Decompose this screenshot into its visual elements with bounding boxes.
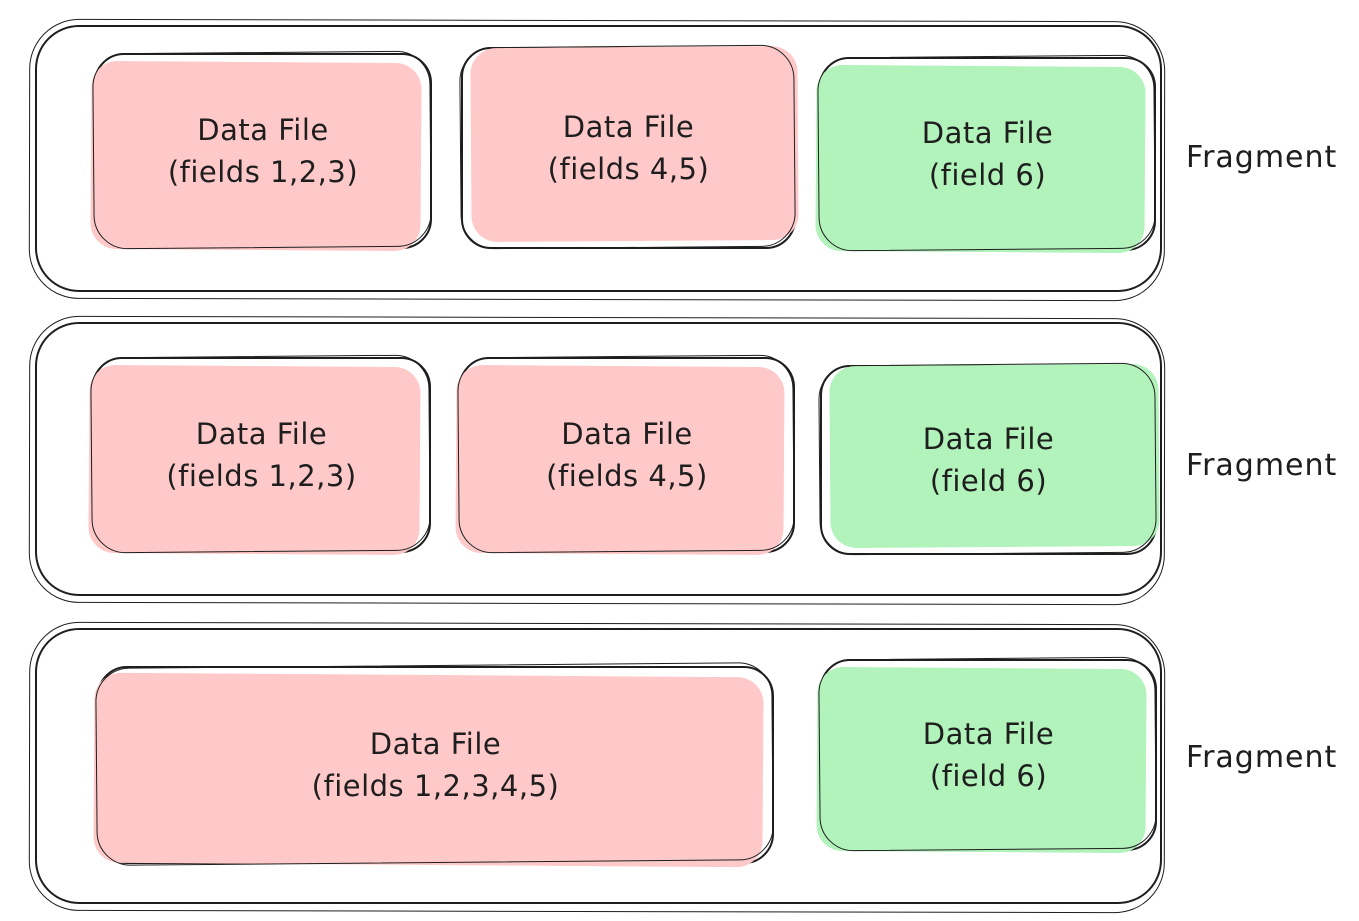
data-file-box-fields-1-2-3-4-5: Data File (fields 1,2,3,4,5) [97,666,774,864]
data-file-box-fields-4-5: Data File (fields 4,5) [459,357,795,553]
box-subtitle: (fields 1,2,3) [166,459,357,493]
box-subtitle: (fields 4,5) [546,459,708,493]
box-subtitle: (field 6) [929,759,1048,793]
box-subtitle: (fields 4,5) [547,152,710,186]
box-title: Data File [561,416,693,451]
fragment-label-2: Fragment [1186,448,1338,483]
box-title: Data File [197,112,329,147]
box-title: Data File [195,416,328,451]
box-title: Data File [369,726,502,761]
data-file-box-fields-4-5: Data File (fields 4,5) [461,47,796,249]
fragment-container-3: Data File (fields 1,2,3,4,5) Data File (… [35,628,1162,904]
box-title: Data File [922,716,1055,751]
box-title: Data File [921,115,1054,150]
data-file-box-field-6: Data File (field 6) [820,365,1157,555]
data-file-box-field-6: Data File (field 6) [820,659,1157,851]
box-subtitle: (fields 1,2,3,4,5) [311,769,560,803]
box-subtitle: (fields 1,2,3) [167,155,359,189]
fragment-label-3: Fragment [1186,740,1338,775]
box-title: Data File [562,109,695,144]
fragment-label-1: Fragment [1186,140,1338,175]
box-subtitle: (field 6) [928,158,1047,192]
fragment-container-1: Data File (fields 1,2,3) Data File (fiel… [35,25,1162,292]
fragment-container-2: Data File (fields 1,2,3) Data File (fiel… [35,322,1162,596]
data-file-box-fields-1-2-3: Data File (fields 1,2,3) [94,53,432,249]
box-subtitle: (field 6) [929,464,1048,498]
data-file-box-field-6: Data File (field 6) [819,57,1156,251]
box-title: Data File [922,421,1055,456]
data-file-box-fields-1-2-3: Data File (fields 1,2,3) [92,357,431,553]
